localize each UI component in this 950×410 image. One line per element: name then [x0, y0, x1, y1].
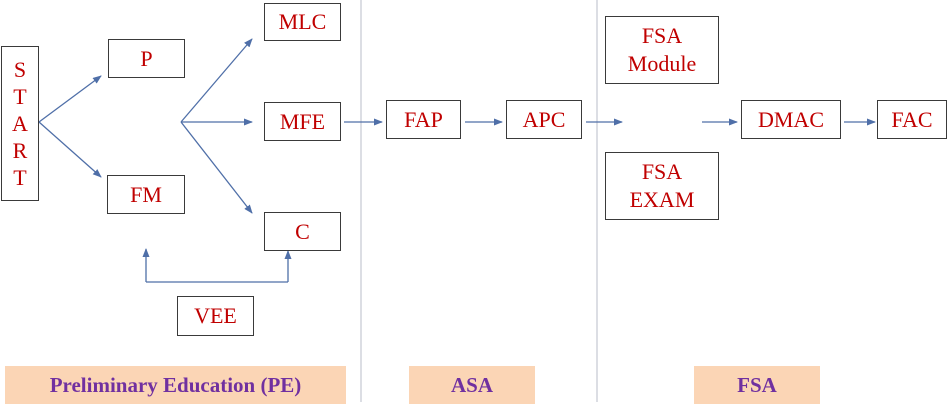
node-fap: FAP — [386, 100, 461, 139]
node-fac: FAC — [877, 100, 947, 139]
node-fsa-exam: FSA EXAM — [605, 152, 719, 220]
start-letter: T — [13, 165, 27, 190]
node-apc: APC — [506, 100, 582, 139]
node-vee: VEE — [177, 296, 254, 336]
fsa-exam-line: EXAM — [629, 187, 695, 212]
start-letter: R — [12, 138, 28, 163]
arrow-start-p — [38, 75, 102, 123]
node-mlc: MLC — [264, 3, 341, 41]
section-label-fsa: FSA — [694, 366, 820, 404]
start-letter: T — [13, 84, 27, 109]
node-fsa-module: FSA Module — [605, 16, 719, 84]
start-letter: A — [12, 111, 28, 136]
fsa-module-line: FSA — [641, 23, 683, 48]
arrow-fork-mlc — [180, 38, 253, 123]
node-c: C — [264, 212, 341, 251]
node-fm: FM — [107, 175, 185, 214]
fsa-module-line: Module — [627, 51, 697, 76]
arrow-start-fm — [38, 121, 102, 178]
node-dmac: DMAC — [741, 100, 841, 139]
start-letter: S — [13, 57, 27, 82]
node-mfe: MFE — [264, 102, 341, 141]
section-label-asa: ASA — [409, 366, 535, 404]
arrow-fork-c — [180, 121, 253, 214]
start-node: S T A R T — [1, 46, 39, 201]
section-label-pe: Preliminary Education (PE) — [5, 366, 346, 404]
node-p: P — [108, 39, 185, 78]
fsa-exam-line: FSA — [641, 159, 683, 184]
